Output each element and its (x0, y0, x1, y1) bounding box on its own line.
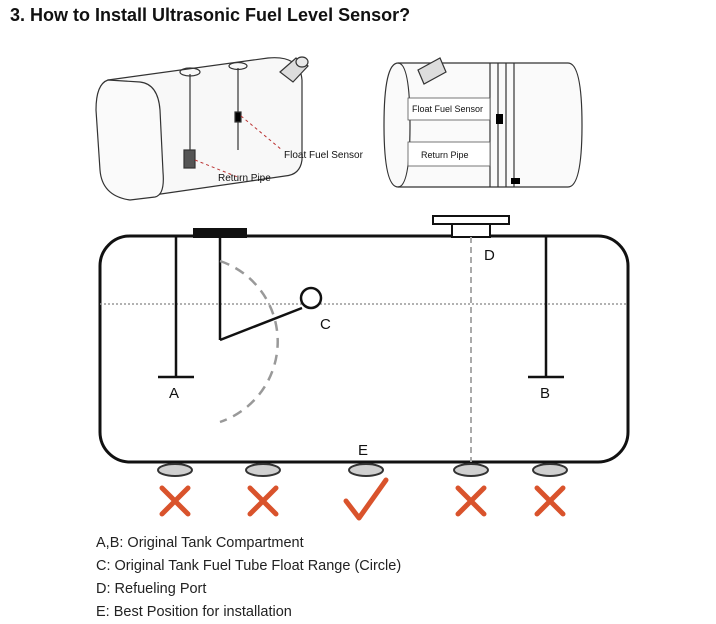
label-e: E (358, 442, 368, 459)
label-b: B (540, 385, 550, 402)
cross-icon (455, 485, 487, 517)
float-sensor-label-left: Float Fuel Sensor (284, 150, 364, 161)
label-c: C (320, 316, 331, 333)
float-tube-c (193, 228, 323, 424)
sensor-puck (348, 463, 384, 477)
label-a: A (169, 385, 179, 402)
return-pipe-label-right: Return Pipe (421, 150, 469, 160)
sensor-puck (245, 463, 281, 477)
cross-icon (534, 485, 566, 517)
tank-illustration-left (95, 56, 309, 201)
float-range-arc (219, 259, 279, 424)
sensor-position-4 (453, 463, 489, 517)
tank-illustration-right (383, 57, 583, 188)
refueling-port-d (432, 215, 510, 462)
sensor-positions (157, 463, 568, 521)
tank-outline (98, 234, 630, 464)
legend-line-ab: A,B: Original Tank Compartment (96, 535, 304, 551)
legend-line-c: C: Original Tank Fuel Tube Float Range (… (96, 558, 402, 574)
legend-line-d: D: Refueling Port (96, 581, 207, 597)
cross-icon (159, 485, 191, 517)
float-sensor-label-right: Float Fuel Sensor (412, 104, 483, 114)
label-d: D (484, 247, 495, 264)
sensor-position-2 (245, 463, 281, 517)
sensor-position-3 (343, 463, 389, 521)
sensor-puck (453, 463, 489, 477)
check-icon (343, 477, 389, 521)
sensor-position-1 (157, 463, 193, 517)
compartment-a (158, 237, 194, 379)
legend: A,B: Original Tank Compartment C: Origin… (96, 532, 401, 624)
cross-icon (247, 485, 279, 517)
sensor-position-5 (532, 463, 568, 517)
sensor-puck (157, 463, 193, 477)
page-title: 3. How to Install Ultrasonic Fuel Level … (10, 5, 411, 25)
return-pipe-label-left: Return Pipe (218, 173, 271, 184)
legend-line-e: E: Best Position for installation (96, 604, 292, 620)
sensor-puck (532, 463, 568, 477)
compartment-b (528, 237, 564, 379)
